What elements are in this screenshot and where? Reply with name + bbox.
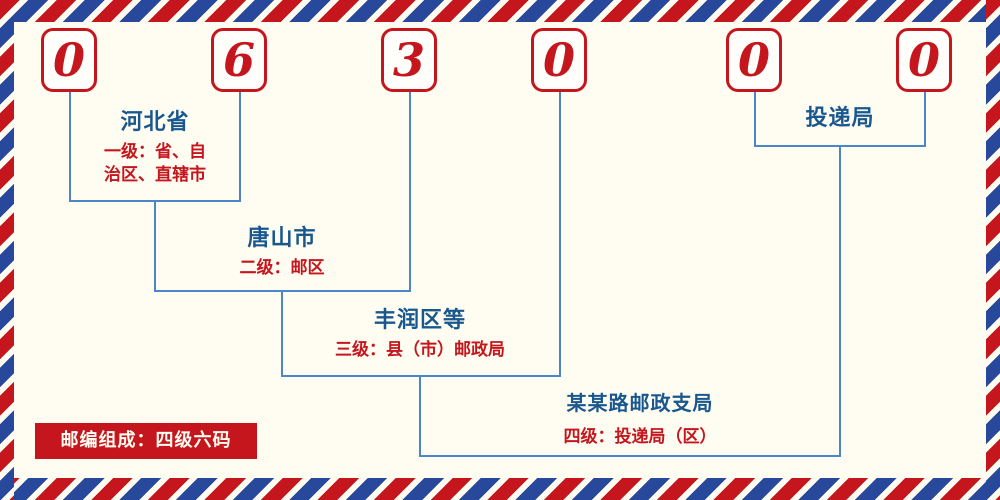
connector-line: [239, 92, 241, 202]
postal-digit-box-2: 6: [211, 28, 267, 92]
connector-line: [839, 145, 841, 457]
level4-description: 四级：投递局（区）: [563, 427, 717, 447]
level1-place-name: 河北省: [120, 110, 190, 135]
postal-digit-6: 0: [907, 33, 940, 87]
airmail-border-left: [0, 0, 14, 500]
airmail-border-top: [0, 0, 1000, 22]
connector-line: [281, 375, 561, 377]
connector-line: [754, 92, 756, 147]
postal-digit-box-1: 0: [41, 28, 97, 92]
level1-description: 一级：省、自治区、直辖市: [104, 142, 206, 185]
delivery-bureau-name: 投递局: [805, 106, 875, 131]
connector-line: [924, 92, 926, 147]
connector-line: [419, 455, 841, 457]
level3-place-name: 丰润区等: [373, 308, 466, 333]
level4-label-block: 某某路邮政支局 四级：投递局（区）: [520, 390, 760, 449]
postal-digit-box-6: 0: [896, 28, 952, 92]
level2-place-name: 唐山市: [247, 226, 317, 251]
level1-label-block: 河北省 一级：省、自治区、直辖市: [85, 110, 225, 187]
connector-line: [69, 92, 71, 202]
postal-digit-5: 0: [737, 33, 770, 87]
connector-line: [559, 92, 561, 377]
postal-digit-4: 0: [542, 33, 575, 87]
postal-digit-3: 3: [392, 33, 425, 87]
postal-digit-2: 6: [222, 33, 255, 87]
connector-line: [419, 375, 421, 457]
connector-line: [281, 290, 283, 377]
postal-digit-box-5: 0: [726, 28, 782, 92]
postal-digit-box-3: 3: [381, 28, 437, 92]
level3-description: 三级：县（市）邮政局: [335, 340, 505, 360]
level3-label-block: 丰润区等 三级：县（市）邮政局: [300, 308, 540, 362]
level2-label-block: 唐山市 二级：邮区: [197, 226, 367, 280]
postal-digit-1: 0: [52, 33, 85, 87]
level4-place-name: 某某路邮政支局: [566, 391, 714, 415]
composition-badge: 邮编组成：四级六码: [35, 423, 257, 459]
level2-description: 二级：邮区: [239, 258, 325, 278]
delivery-bureau-label-block: 投递局: [770, 106, 910, 132]
connector-line: [154, 200, 156, 292]
connector-line: [409, 92, 411, 292]
airmail-border-bottom: [0, 478, 1000, 500]
airmail-border-right: [986, 0, 1000, 500]
postal-digit-box-4: 0: [531, 28, 587, 92]
